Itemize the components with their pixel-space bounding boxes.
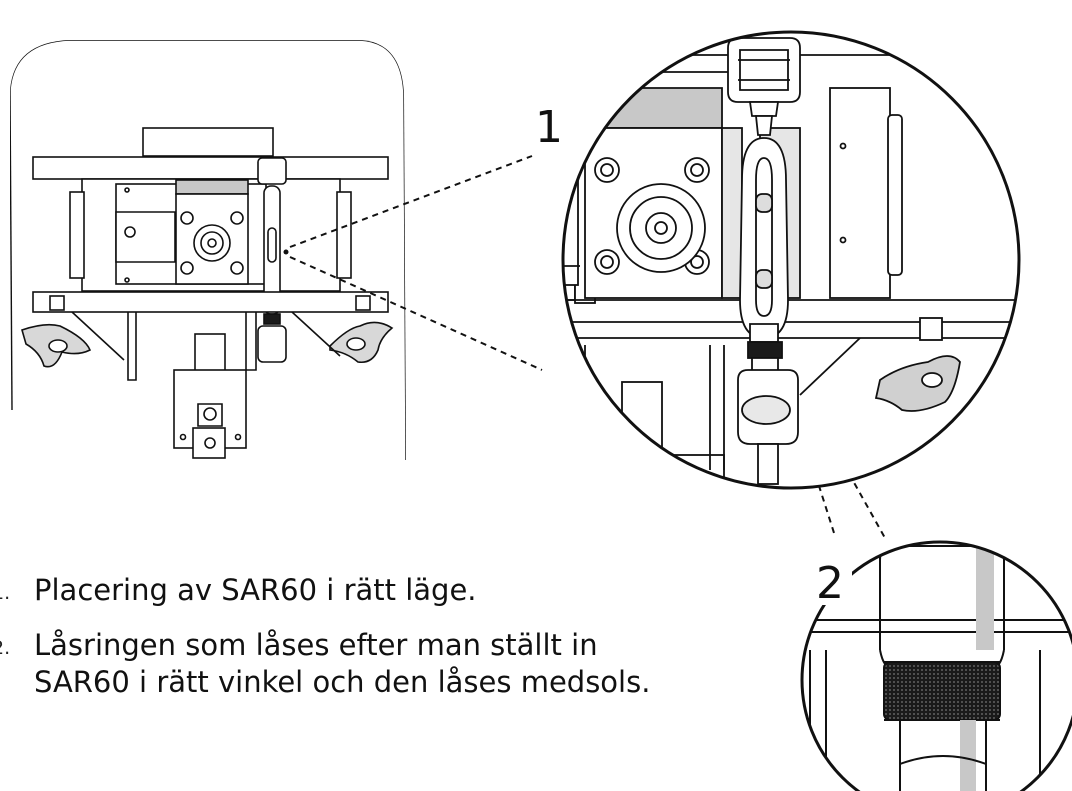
instruction-number-1: 1.: [0, 582, 11, 604]
instruction-number-2: 2.: [0, 637, 11, 659]
zoom-connector-lines: [289, 155, 886, 539]
overview-anchor-dot: [283, 249, 289, 255]
instruction-text-2: Låsringen som låses efter man ställt in …: [34, 628, 651, 699]
instruction-text-1: Placering av SAR60 i rätt läge.: [34, 573, 477, 607]
instruction-item-1: 1. Placering av SAR60 i rätt läge.: [0, 572, 672, 609]
callout-number-2: 2: [816, 558, 844, 609]
detail-view-1: [561, 30, 1021, 490]
callout-number-1: 1: [535, 102, 563, 153]
overview-view: [10, 40, 406, 460]
instruction-list: 1. Placering av SAR60 i rätt läge. 2. Lå…: [0, 572, 672, 719]
callout-2-background: [812, 555, 852, 605]
instruction-item-2: 2. Låsringen som låses efter man ställt …: [0, 627, 672, 701]
